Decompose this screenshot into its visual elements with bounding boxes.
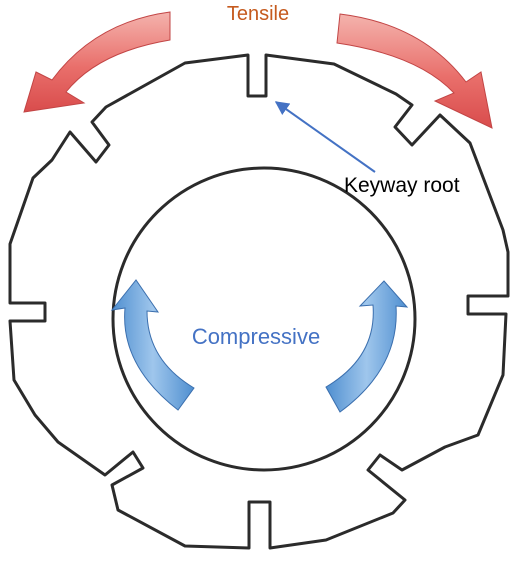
compressive-arrow-right bbox=[325, 280, 409, 413]
compressive-arrow-left bbox=[110, 279, 195, 411]
outer-slotted-ring bbox=[8, 53, 510, 550]
tensile-arrow-left bbox=[23, 11, 171, 113]
keyway-root-label: Keyway root bbox=[344, 174, 460, 197]
compressive-label: Compressive bbox=[192, 324, 320, 349]
tensile-label: Tensile bbox=[227, 3, 289, 25]
inner-bore-circle bbox=[111, 166, 417, 472]
tensile-arrow-right bbox=[336, 13, 493, 129]
keyway-root-pointer-arrow bbox=[274, 101, 376, 173]
